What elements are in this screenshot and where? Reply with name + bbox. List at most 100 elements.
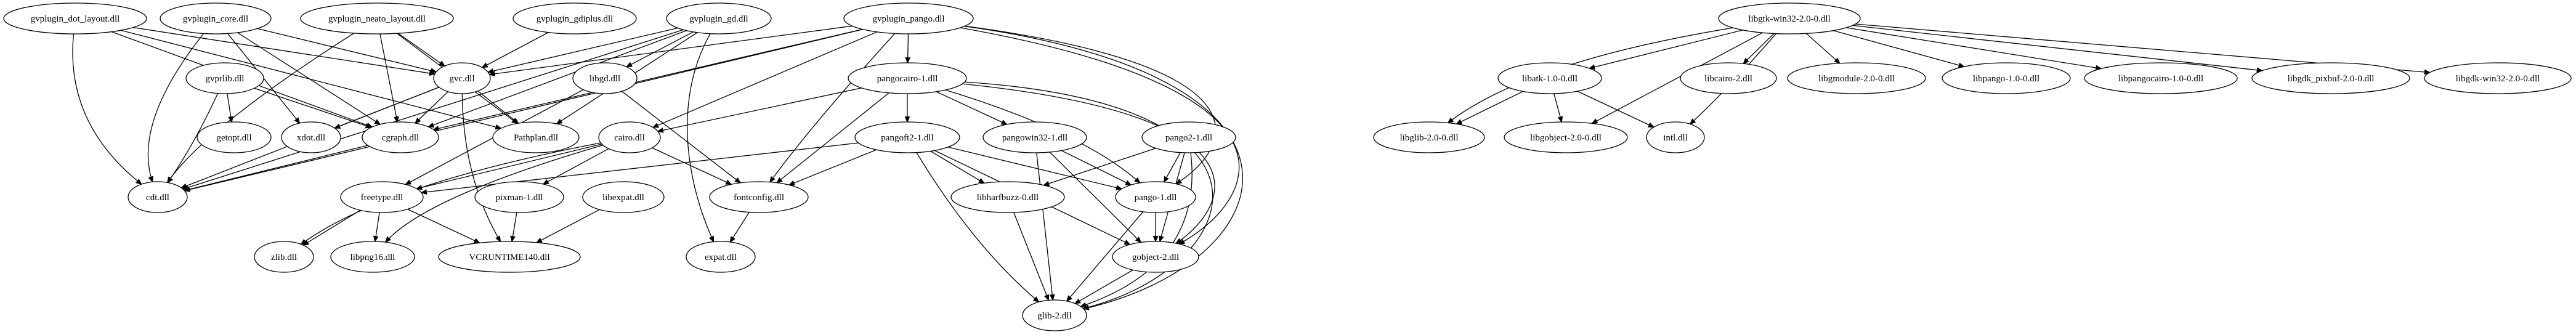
node-label-libgdk_win32: libgdk-win32-2.0-0.dll — [2456, 74, 2540, 84]
node-ellipse-pangoft2 — [854, 121, 960, 153]
node-label-libpango100: libpango-1.0-0.dll — [1973, 74, 2039, 84]
node-label-libglib: libglib-2.0-0.dll — [1400, 133, 1459, 143]
node-label-gvplugin_dot_layout: gvplugin_dot_layout.dll — [31, 14, 120, 24]
edge-gvplugin_dot_layout-to-Pathplan — [121, 30, 502, 130]
node-label-pango1: pango-1.dll — [1135, 193, 1177, 203]
node-ellipse-cgraph — [362, 121, 439, 153]
node-ellipse-libexpat — [582, 181, 665, 213]
node-ellipse-libgobject — [1504, 121, 1628, 153]
edge-gvplugin_pango-to-fontconfig — [769, 33, 896, 183]
node-ellipse-freetype — [340, 181, 424, 213]
node-libpng16: libpng16.dll — [330, 241, 415, 273]
node-label-libharfbuzz: libharfbuzz-0.dll — [977, 193, 1039, 203]
edge-gvc-to-cgraph — [414, 91, 448, 124]
edge-pangocairo-to-gobject2 — [962, 83, 1215, 244]
edge-libharfbuzz-to-glib2 — [1013, 212, 1050, 301]
node-libgmodule: libgmodule-2.0-0.dll — [1787, 62, 1926, 94]
edge-pangocairo-to-pangowin32 — [936, 91, 1008, 125]
node-ellipse-gvplugin_gd — [666, 2, 772, 34]
edge-cairo-to-freetype — [415, 144, 602, 190]
node-ellipse-pangocairo — [848, 62, 967, 94]
node-intl: intl.dll — [1646, 121, 1705, 153]
edge-gvplugin_pango-to-glib2 — [964, 25, 1243, 310]
node-ellipse-cairo — [598, 121, 661, 153]
node-gvplugin_gd: gvplugin_gd.dll — [666, 2, 772, 34]
node-ellipse-libglib — [1373, 121, 1485, 153]
node-label-libgtk: libgtk-win32-2.0-0.dll — [1748, 14, 1830, 24]
edge-gvplugin_pango-to-gvc — [488, 25, 853, 77]
node-libpango100: libpango-1.0-0.dll — [1942, 62, 2071, 94]
edge-gvplugin_neato_layout-to-cdt — [167, 33, 355, 184]
node-ellipse-zlib — [254, 241, 314, 273]
edge-pango2-to-pango1 — [1163, 152, 1181, 183]
node-libglib: libglib-2.0-0.dll — [1373, 121, 1485, 153]
node-ellipse-libpangocairo100 — [2084, 62, 2238, 94]
node-label-intl: intl.dll — [1663, 133, 1688, 143]
edge-libgtk-to-libgdk_pixbuf — [1852, 25, 2264, 73]
edge-gobject2-to-glib2 — [1074, 269, 1133, 304]
node-label-libgmodule: libgmodule-2.0-0.dll — [1818, 74, 1895, 84]
node-label-pixman: pixman-1.dll — [495, 193, 543, 203]
node-libatk: libatk-1.0-0.dll — [1497, 62, 1602, 94]
node-label-pango2: pango2-1.dll — [1165, 133, 1212, 143]
node-cairo: cairo.dll — [598, 121, 661, 153]
node-ellipse-libcairo2 — [1680, 62, 1777, 94]
node-label-libpangocairo100: libpangocairo-1.0-0.dll — [2118, 74, 2203, 84]
edge-pangoft2-to-pango1 — [947, 147, 1123, 190]
node-gvplugin_pango: gvplugin_pango.dll — [843, 2, 974, 34]
node-ellipse-gvplugin_pango — [843, 2, 974, 34]
node-label-libgobject: libgobject-2.0-0.dll — [1530, 133, 1602, 143]
node-libcairo2: libcairo-2.dll — [1680, 62, 1777, 94]
node-pango1: pango-1.dll — [1115, 181, 1196, 213]
node-ellipse-libpng16 — [330, 241, 415, 273]
node-label-glib2: glib-2.dll — [1037, 311, 1071, 321]
node-ellipse-gvplugin_core — [160, 2, 272, 34]
edge-libgtk-to-libgobject — [1591, 32, 1763, 124]
node-gvplugin_core: gvplugin_core.dll — [160, 2, 272, 34]
node-label-Pathplan: Pathplan.dll — [514, 133, 558, 143]
node-ellipse-libgtk — [1718, 2, 1861, 34]
node-label-gvplugin_core: gvplugin_core.dll — [183, 14, 248, 24]
node-ellipse-gvc — [433, 62, 491, 94]
node-ellipse-libgdk_pixbuf — [2251, 62, 2410, 94]
node-ellipse-cdt — [128, 181, 188, 213]
node-ellipse-VCRUNTIME140 — [438, 241, 581, 273]
node-cgraph: cgraph.dll — [362, 121, 439, 153]
node-ellipse-gvplugin_dot_layout — [3, 2, 147, 34]
node-ellipse-libpango100 — [1942, 62, 2071, 94]
edges-layer — [72, 23, 2431, 310]
node-label-getopt: getopt.dll — [216, 133, 251, 143]
edge-gvplugin_pango-to-cairo — [652, 31, 878, 128]
edge-freetype-to-libpng16 — [373, 212, 380, 243]
nodes-layer: gvplugin_dot_layout.dll gvplugin_core.dll… — [3, 2, 2572, 331]
node-ellipse-pixman — [474, 181, 564, 213]
node-ellipse-pangowin32 — [982, 121, 1087, 153]
edge-pangocairo-to-glib2 — [965, 81, 1213, 310]
edge-freetype-to-VCRUNTIME140 — [407, 209, 481, 243]
edge-libgtk-to-libpango100 — [1833, 30, 1966, 68]
edge-gvc-to-VCRUNTIME140 — [461, 93, 501, 243]
edge-cairo-to-pixman — [542, 148, 609, 185]
node-label-libgdk_pixbuf: libgdk_pixbuf-2.0-0.dll — [2288, 74, 2375, 84]
node-ellipse-glib2 — [1022, 299, 1087, 331]
node-expat: expat.dll — [686, 241, 756, 273]
node-libexpat: libexpat.dll — [582, 181, 665, 213]
edge-cairo-to-fontconfig — [652, 147, 732, 185]
node-label-libcairo2: libcairo-2.dll — [1704, 74, 1752, 84]
node-ellipse-gvplugin_neato_layout — [300, 2, 454, 34]
node-libgdk_win32: libgdk-win32-2.0-0.dll — [2424, 62, 2572, 94]
node-label-gvplugin_gdiplus: gvplugin_gdiplus.dll — [537, 14, 614, 24]
edge-gvplugin_dot_layout-to-gvc — [133, 26, 436, 76]
node-ellipse-Pathplan — [492, 121, 580, 153]
node-label-xdot: xdot.dll — [297, 133, 325, 143]
edge-gvplugin_gd-to-cdt — [182, 29, 684, 190]
node-cdt: cdt.dll — [128, 181, 188, 213]
node-ellipse-libgd — [572, 62, 638, 94]
edge-pango2-to-glib2 — [1080, 152, 1193, 307]
node-ellipse-libgdk_win32 — [2424, 62, 2572, 94]
node-libgtk: libgtk-win32-2.0-0.dll — [1718, 2, 1861, 34]
edge-pango2-to-libharfbuzz — [1043, 148, 1156, 187]
node-label-gvprlib: gvprlib.dll — [206, 74, 245, 84]
edge-gvplugin_dot_layout-to-cdt — [72, 33, 142, 185]
edge-gvprlib-to-getopt — [227, 93, 234, 123]
